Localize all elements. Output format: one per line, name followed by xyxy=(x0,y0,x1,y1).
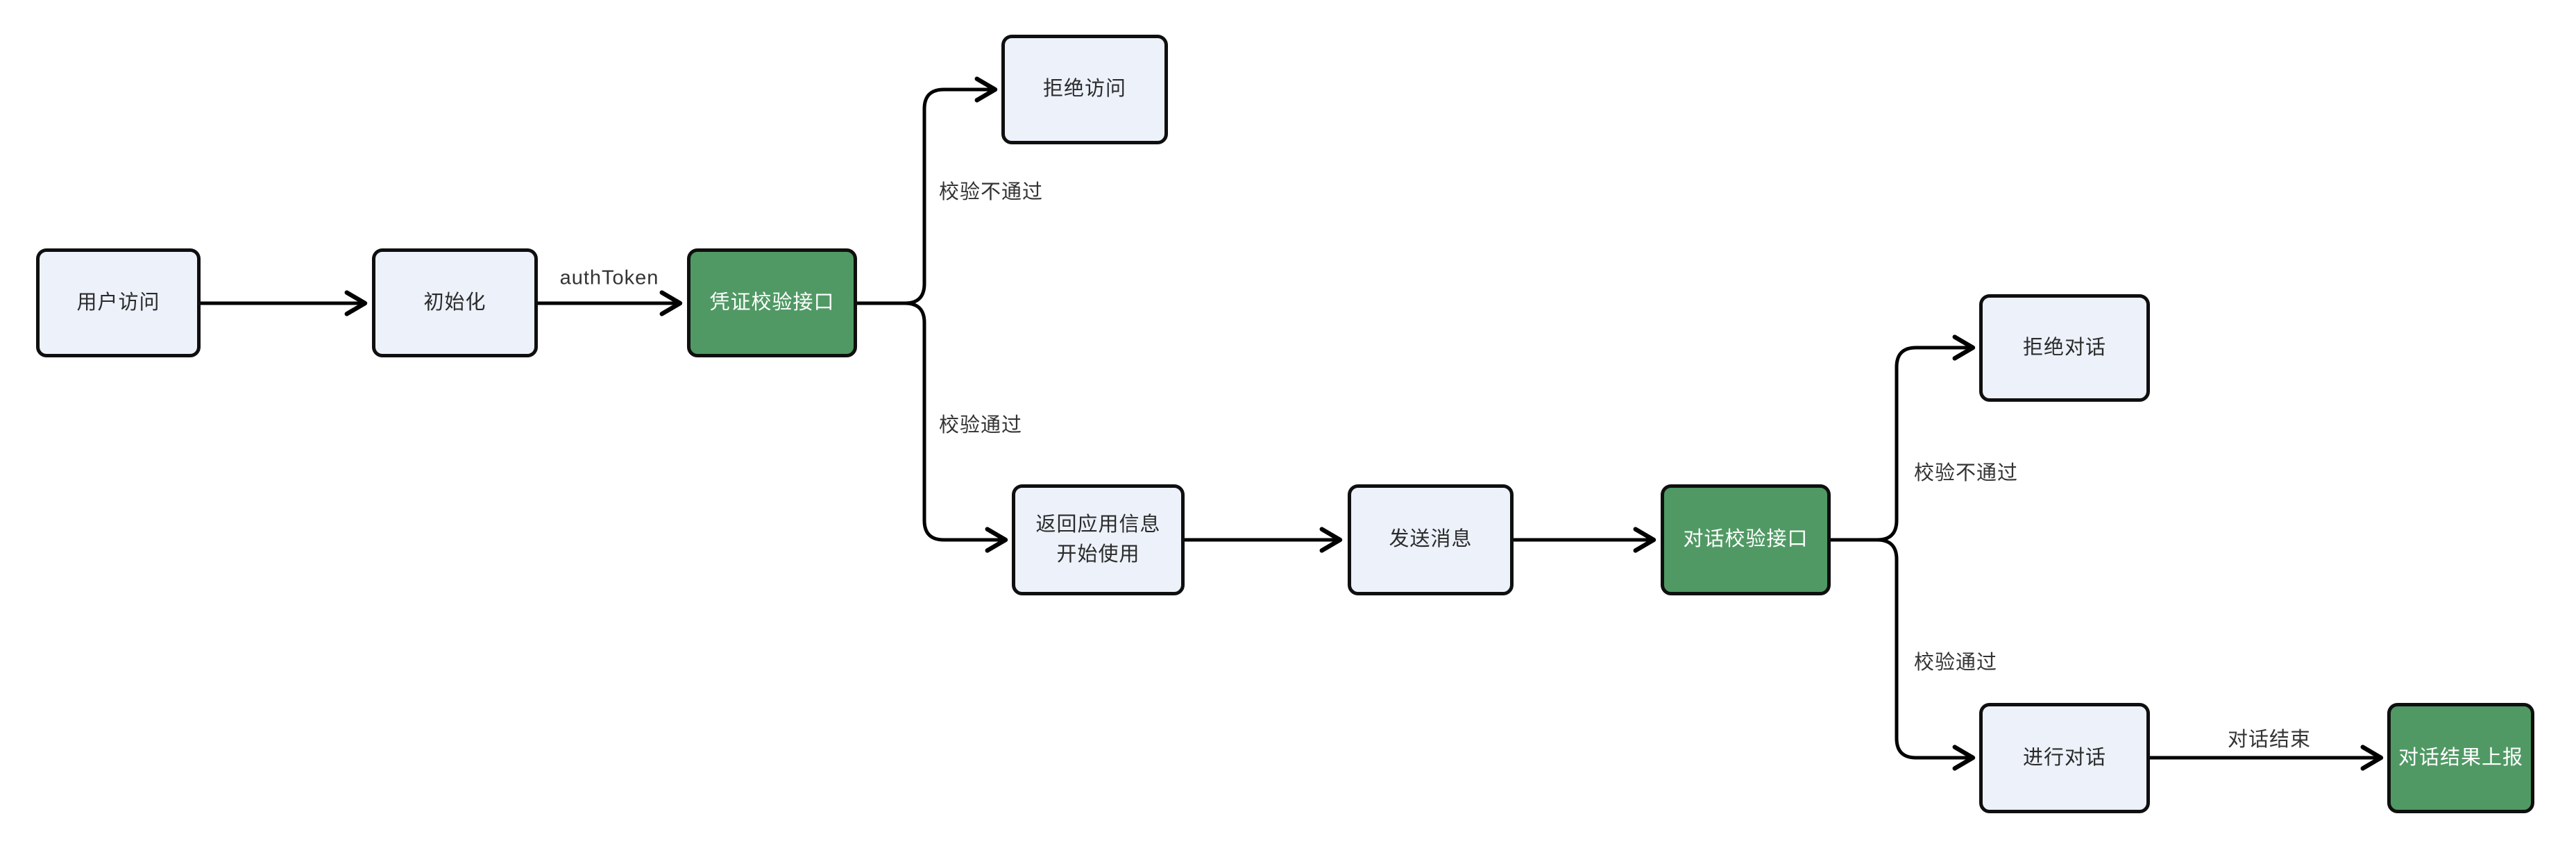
edge-label-dialog-check-pass: 校验通过 xyxy=(1914,652,1998,674)
node-label: 发送消息 xyxy=(1389,528,1473,551)
node-label: 拒绝访问 xyxy=(1042,78,1126,101)
node-deny-dialog: 拒绝对话 xyxy=(1979,294,2150,402)
node-label: 用户访问 xyxy=(76,291,160,314)
node-label: 对话校验接口 xyxy=(1683,528,1808,551)
node-label: 拒绝对话 xyxy=(2022,336,2106,359)
node-label: 对话结果上报 xyxy=(2398,746,2523,769)
edge-label-dialog-check-fail: 校验不通过 xyxy=(1914,462,2019,484)
edge-cred-check-to-return-info xyxy=(857,301,1008,553)
node-init: 初始化 xyxy=(372,248,538,357)
node-cred-check-api: 凭证校验接口 xyxy=(687,248,857,357)
node-label-line1: 返回应用信息 xyxy=(1035,513,1161,536)
node-send-message: 发送消息 xyxy=(1348,484,1514,595)
node-label-line2: 开始使用 xyxy=(1056,543,1140,566)
edge-dialog-check-to-do-dialog xyxy=(1831,538,1976,771)
node-label: 进行对话 xyxy=(2022,746,2106,769)
node-return-app-info: 返回应用信息 开始使用 xyxy=(1012,484,1185,595)
node-label: 凭证校验接口 xyxy=(709,291,835,314)
node-do-dialog: 进行对话 xyxy=(1979,703,2150,813)
node-report-result: 对话结果上报 xyxy=(2387,703,2534,813)
edge-dialog-check-to-deny-dialog xyxy=(1831,334,1976,542)
edge-label-authtoken: authToken xyxy=(559,266,659,289)
node-user-access: 用户访问 xyxy=(36,248,201,357)
edge-label-cred-check-pass: 校验通过 xyxy=(939,414,1023,436)
edge-cred-check-to-deny-access xyxy=(857,76,998,305)
edge-label-cred-check-fail: 校验不通过 xyxy=(939,181,1044,203)
node-deny-access: 拒绝访问 xyxy=(1001,35,1168,144)
node-label: 初始化 xyxy=(423,291,486,314)
node-dialog-check-api: 对话校验接口 xyxy=(1661,484,1831,595)
edge-label-dialog-end: 对话结束 xyxy=(2227,729,2312,751)
